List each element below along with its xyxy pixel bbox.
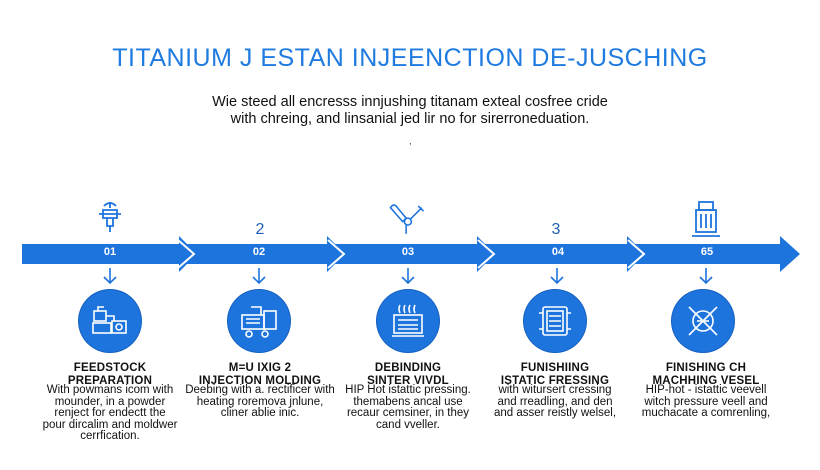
timeline-arrow-2 [182,236,345,272]
step-2-number: 02 [252,246,266,258]
step-1-circle [79,290,141,352]
isostatic-press-icon [539,306,571,336]
sintering-tool-icon [389,204,425,234]
timeline-arrow-1 [22,236,197,272]
diagram-title: TITANIUM J ESTAN INJEENCTION DE-JUSCHING [112,44,708,72]
timeline-arrow-4 [482,236,645,272]
debinding-furnace-icon [392,304,424,337]
step-2-circle [228,290,290,352]
step-2-description: Deebing with a. rectificer with heating … [185,384,335,419]
timeline-arrow-5 [632,236,800,272]
step-5-description: HIP-hot - istattic veevell witch pressur… [641,384,771,419]
down-arrow-3 [401,268,415,285]
step-1-number: 01 [103,246,117,258]
step-4-description: with witursert cressing and rreadling, a… [493,384,617,419]
down-arrow-1 [103,268,117,285]
pressure-vessel-icon [692,201,720,237]
feedstock-machine-icon [92,306,127,334]
step-3-number: 03 [401,246,415,258]
down-arrow-4 [550,268,564,285]
step-3-circle [377,290,439,352]
diagram-subtitle: Wie steed all encresss innjushing titana… [0,94,820,128]
step-3-description: HIP Hot istattic pressing. themabens anc… [345,384,471,431]
down-arrow-5 [699,268,713,285]
machining-vessel-icon [688,306,718,336]
step-5-number: 65 [700,246,714,258]
timeline-arrow-3 [332,236,495,272]
arrow-separators [177,239,646,269]
subtitle-line-1: Wie steed all encresss innjushing titana… [212,94,608,110]
step-4-number: 04 [551,246,565,258]
injection-molding-icon [241,306,277,338]
step-5-circle [672,290,734,352]
top-label-2: 2 [255,221,265,238]
down-arrow-2 [252,268,266,285]
step-1-description: With powmans icom with mounder, in a pow… [42,384,178,442]
tick-mark: , [409,136,412,146]
top-label-3: 3 [551,221,561,238]
subtitle-line-2: with chreing, and linsanial jed lir no f… [230,111,590,127]
nozzle-icon [99,202,121,232]
step-4-circle [524,290,586,352]
